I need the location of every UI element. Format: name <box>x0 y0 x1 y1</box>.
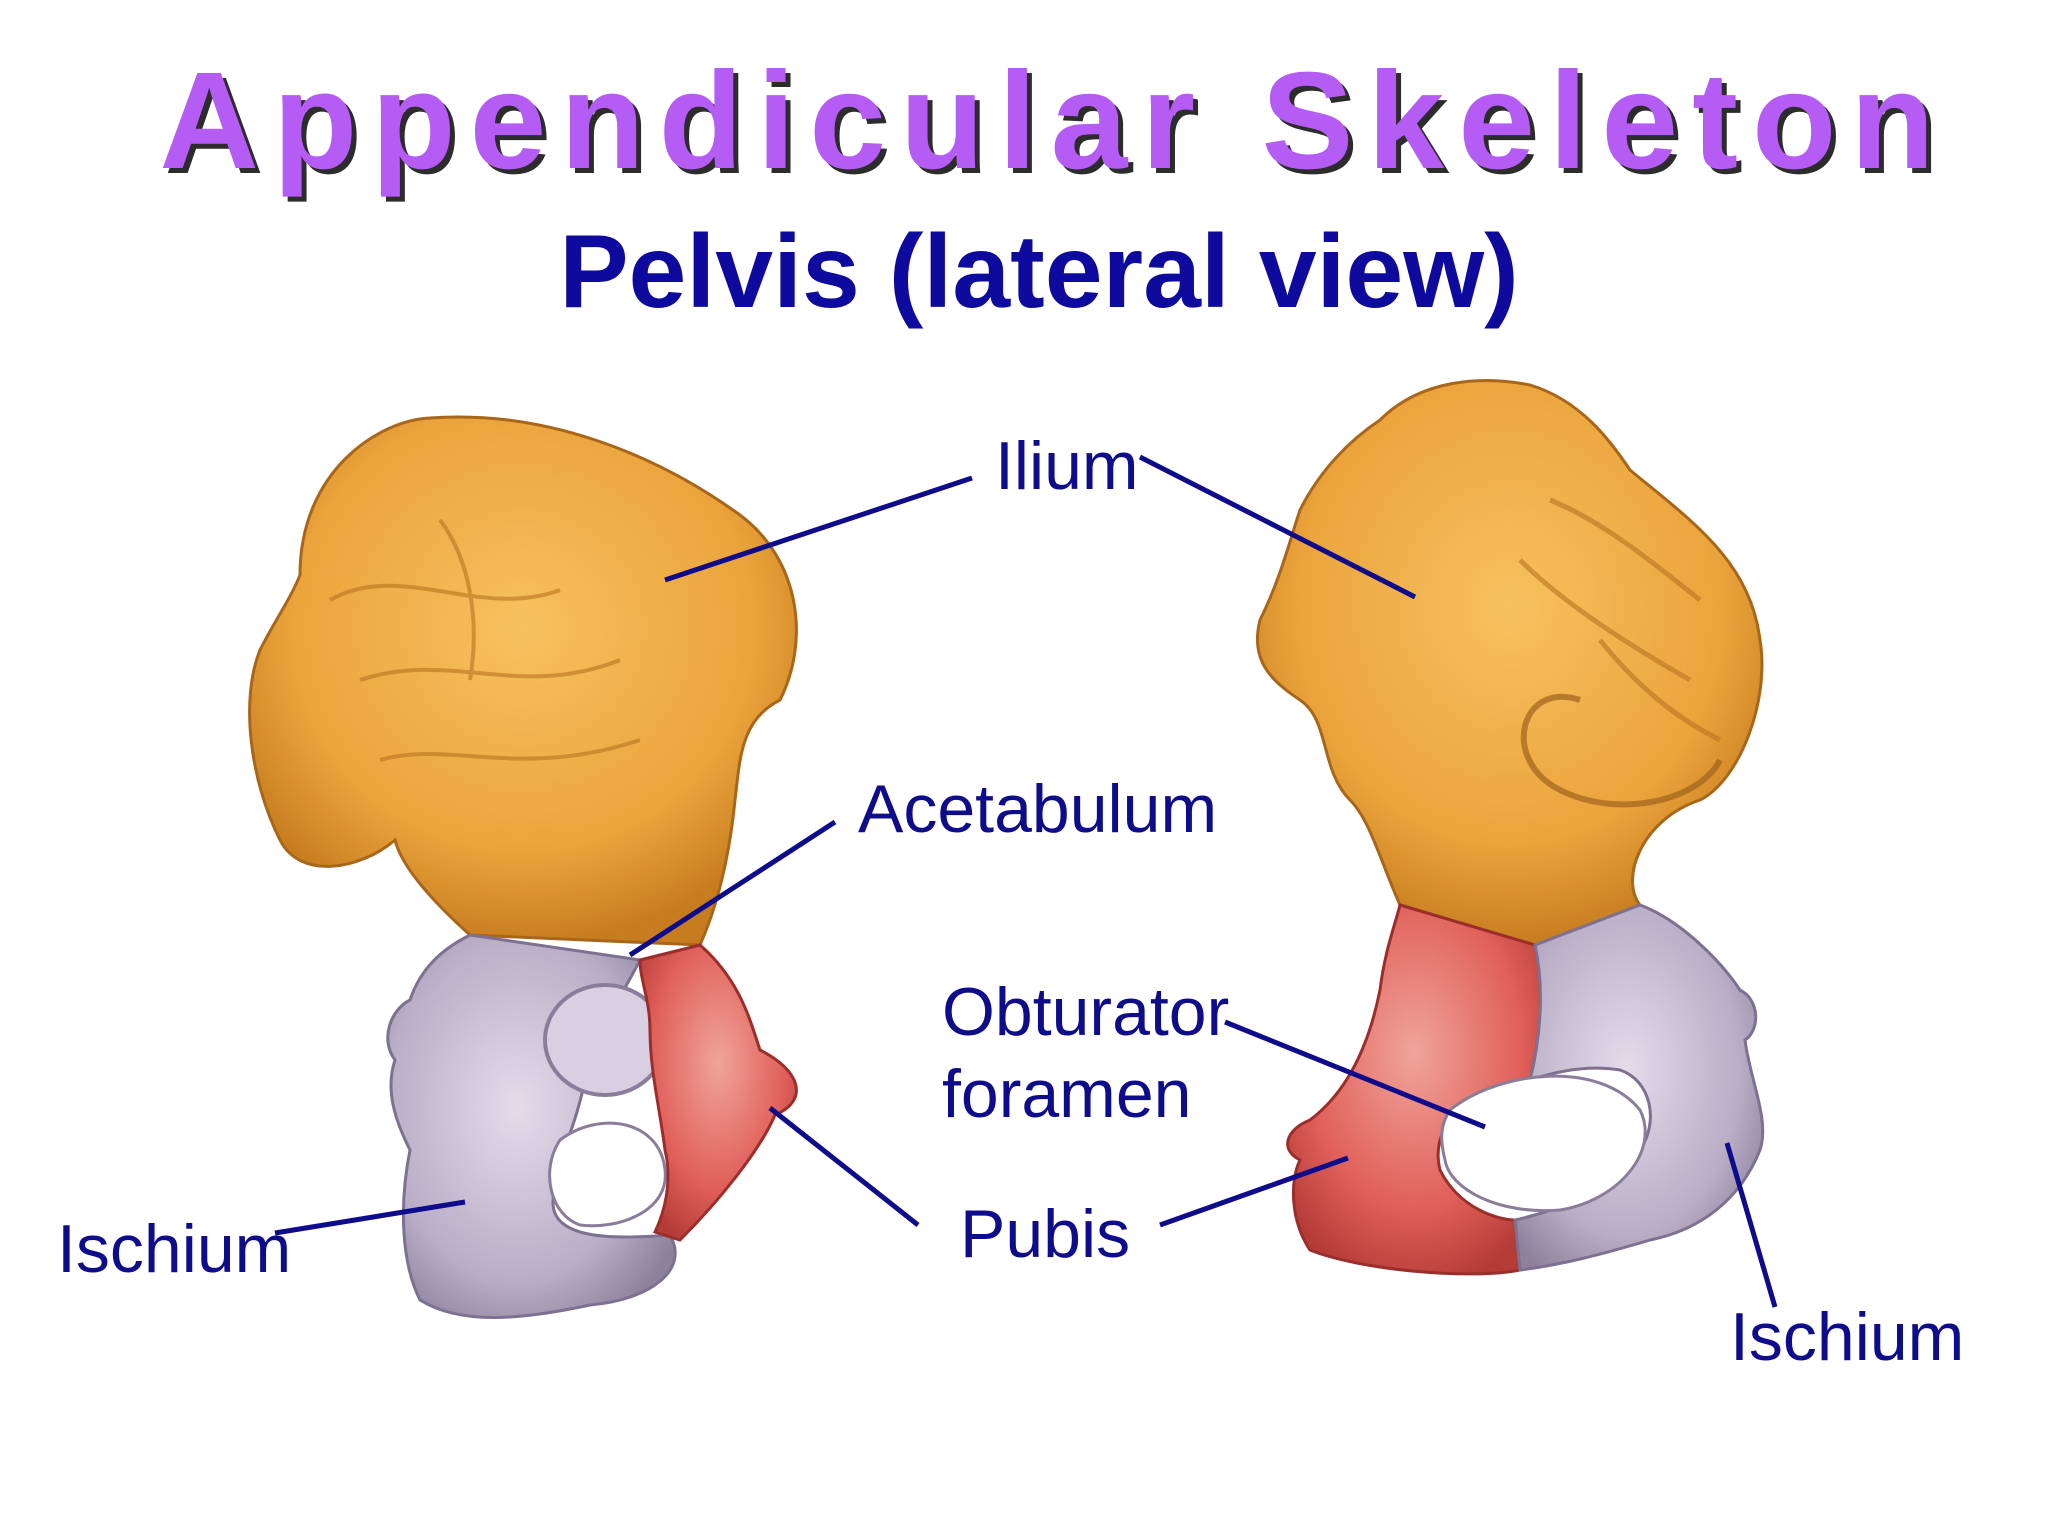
leader-ischium-right <box>1724 1142 1778 1308</box>
left-pubis-shape <box>638 943 798 1242</box>
leader-ischium-left <box>274 1199 466 1236</box>
leader-pubis-left <box>768 1106 920 1227</box>
left-ilium-shape <box>248 415 798 947</box>
label-obturator-line2: foramen <box>942 1056 1192 1132</box>
leader-ilium-right <box>1138 454 1417 600</box>
leader-lines <box>274 454 1778 1308</box>
label-pubis: Pubis <box>960 1196 1131 1272</box>
leader-pubis-right <box>1159 1155 1349 1228</box>
label-obturator-line1: Obturator <box>942 974 1230 1050</box>
right-ischium-shape <box>1513 903 1765 1272</box>
leader-acetabulum <box>628 819 837 958</box>
right-hip-bone <box>1255 379 1765 1276</box>
leader-obturator <box>1224 1019 1486 1130</box>
label-ilium: Ilium <box>995 428 1139 504</box>
label-ischium-left: Ischium <box>57 1211 292 1287</box>
left-hip-bone <box>248 415 798 1319</box>
leader-ilium-left <box>664 475 973 583</box>
slide-subtitle: Pelvis (lateral view) <box>559 214 1519 330</box>
label-ischium-right: Ischium <box>1730 1299 1965 1375</box>
label-acetabulum: Acetabulum <box>858 771 1218 847</box>
right-ilium-shape <box>1255 379 1764 947</box>
slide-title: Appendicular Skeleton <box>159 44 1949 198</box>
